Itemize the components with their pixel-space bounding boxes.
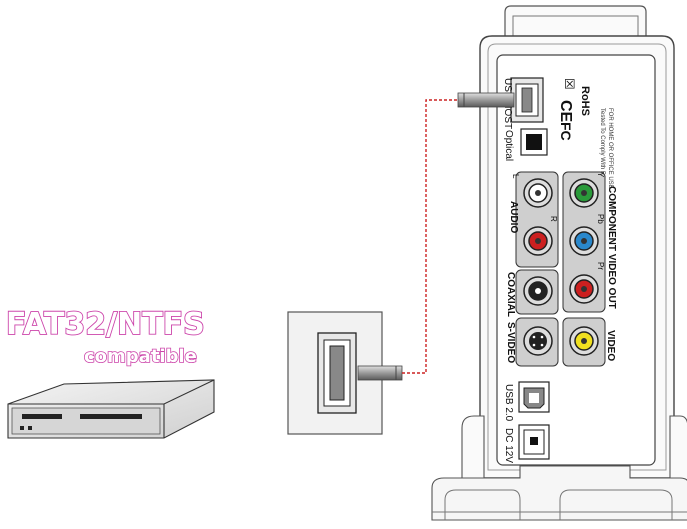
badge-line-1: FAT32/NTFS	[6, 307, 205, 342]
rohs-mark: RoHS	[579, 86, 591, 116]
fat32-ntfs-badge: FAT32/NTFS compatible	[5, 306, 206, 368]
s-video-label: S-VIDEO	[505, 322, 516, 363]
usb-2-label: USB 2.0	[503, 384, 514, 422]
component-y-jack	[569, 178, 599, 208]
fcc-mark: FC	[558, 122, 574, 141]
badge-line-2: compatible	[84, 346, 197, 367]
component-pb-label: Pb	[596, 214, 605, 224]
coaxial-port	[515, 269, 559, 315]
usb-cable-top	[457, 92, 515, 108]
usb-connector-closeup	[287, 311, 403, 435]
audio-port-group	[515, 171, 559, 268]
optical-label: Optical	[503, 130, 514, 161]
certification-marks: ☒ CE FC RoHS Tested To Comply With FCC S…	[557, 78, 613, 212]
usb-host-port	[510, 77, 544, 123]
video-label: VIDEO	[605, 330, 616, 361]
coaxial-label: COAXIAL	[505, 272, 516, 317]
s-video-port	[515, 317, 559, 367]
video-port	[562, 317, 606, 367]
component-video-label: COMPONENT VIDEO OUT	[606, 186, 617, 309]
dc-label: DC 12V	[503, 428, 514, 463]
audio-label: AUDIO	[508, 201, 519, 233]
component-pr-jack	[569, 274, 599, 304]
component-video-group	[562, 171, 606, 313]
audio-r-label: R	[549, 216, 558, 222]
connection-dashed-line	[402, 99, 458, 374]
weee-bin-icon: ☒	[562, 78, 577, 90]
dc-power-port	[518, 424, 550, 460]
ce-mark: CE	[557, 100, 574, 123]
audio-l-jack	[523, 178, 553, 208]
fcc-note: Tested To Comply With FCC Standards	[599, 108, 605, 212]
optical-port	[520, 128, 548, 156]
audio-l-label: L	[511, 174, 520, 179]
component-pb-jack	[569, 226, 599, 256]
usb-2-port	[518, 381, 550, 413]
component-y-label: Y	[596, 172, 605, 178]
fcc-note-2: FOR HOME OR OFFICE USE	[607, 108, 613, 189]
player-back-panel	[431, 5, 687, 521]
component-pr-label: Pr	[596, 262, 605, 270]
audio-r-jack	[523, 226, 553, 256]
external-drive-icon	[7, 379, 215, 439]
